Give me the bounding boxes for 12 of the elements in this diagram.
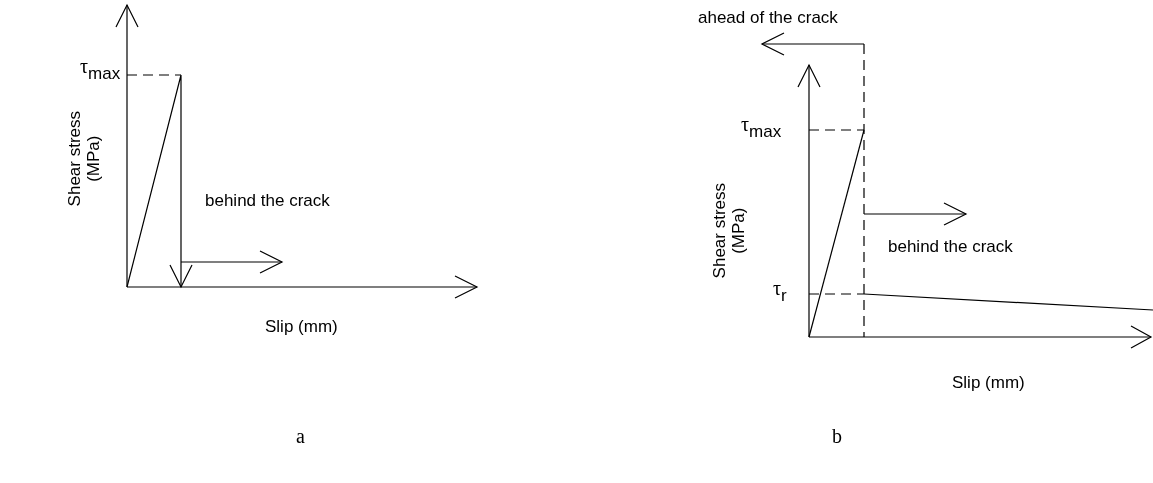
- axis-title: Shear stress (MPa): [711, 181, 749, 281]
- stress-symbol: τ$_{max}$: [741, 113, 782, 142]
- panel-label: a: [296, 425, 305, 447]
- stress-symbol: τ$_{r}$: [773, 277, 787, 306]
- axis-title: Shear stress (MPa): [66, 109, 104, 209]
- annotation: behind the crack: [888, 238, 1013, 257]
- panel-label: b: [832, 425, 842, 447]
- annotation: ahead of the crack: [698, 9, 838, 28]
- stress-symbol: τ$_{max}$: [80, 55, 121, 84]
- annotation: behind the crack: [205, 192, 330, 211]
- axis-title: Slip (mm): [265, 318, 338, 337]
- axis-title: Slip (mm): [952, 374, 1025, 393]
